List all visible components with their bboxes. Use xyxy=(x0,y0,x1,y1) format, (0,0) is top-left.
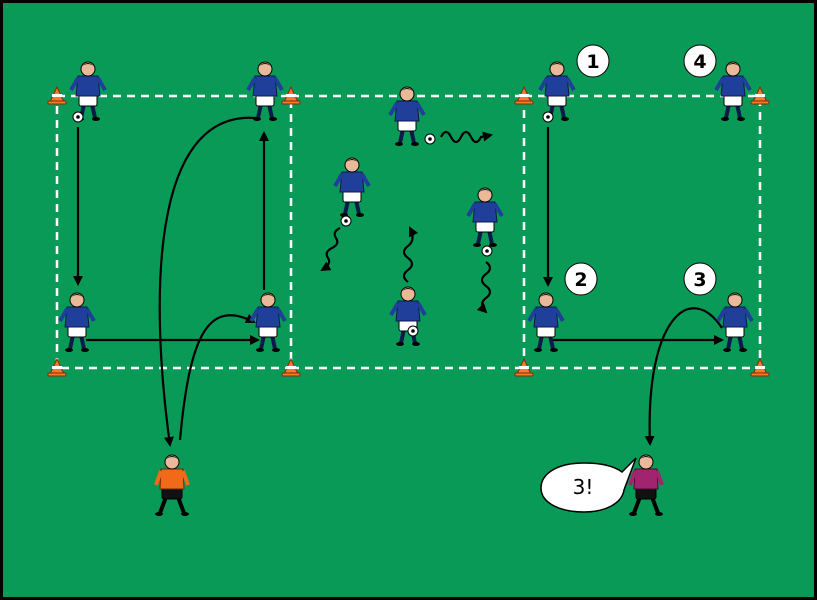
dribble-arrow xyxy=(402,226,419,283)
number-label-3: 3 xyxy=(683,262,717,296)
right-grid-boundary xyxy=(522,94,762,370)
ball xyxy=(542,111,554,123)
dribble-arrow xyxy=(440,130,493,144)
dribble-arrow xyxy=(320,227,341,272)
player-number-labels: 1 4 2 3 xyxy=(564,44,717,296)
number-label-text: 1 xyxy=(586,51,599,73)
number-label-text: 2 xyxy=(574,269,587,291)
ball xyxy=(481,245,493,257)
ball xyxy=(424,133,436,145)
speech-bubble: 3! xyxy=(540,457,637,513)
left-grid-boundary xyxy=(55,94,293,370)
number-label-4: 4 xyxy=(683,44,717,78)
number-label-2: 2 xyxy=(564,262,598,296)
number-label-text: 4 xyxy=(693,51,706,73)
dribble-paths xyxy=(320,130,493,314)
ball xyxy=(407,325,419,337)
ball xyxy=(340,215,352,227)
ball xyxy=(72,111,84,123)
arrows xyxy=(73,116,724,447)
speech-bubble-text: 3! xyxy=(573,475,594,499)
run-arrow xyxy=(158,116,257,447)
run-arrow xyxy=(644,307,723,446)
run-arrow xyxy=(178,313,256,441)
number-label-text: 3 xyxy=(693,269,706,291)
dribble-arrow xyxy=(476,261,492,314)
number-label-1: 1 xyxy=(576,44,610,78)
